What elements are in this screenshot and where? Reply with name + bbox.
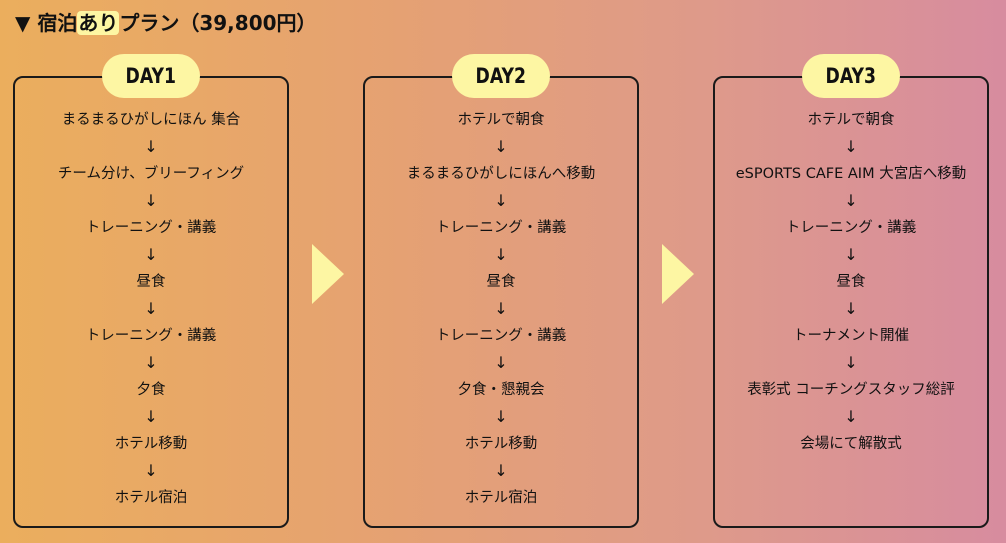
day1-step: トレーニング・講義 xyxy=(85,220,217,236)
day2-step: ホテルで朝食 xyxy=(457,112,545,128)
day2-label: DAY2 xyxy=(452,54,550,98)
day2-card: DAY2 ホテルで朝食 ↓ まるまるひがしにほんへ移動 ↓ トレーニング・講義 … xyxy=(363,54,639,528)
day3-step: 会場にて解散式 xyxy=(800,436,902,452)
next-day-arrow-icon xyxy=(662,244,694,304)
day2-step: ホテル宿泊 xyxy=(464,490,538,506)
day1-step: ホテル移動 xyxy=(114,436,188,452)
day1-label: DAY1 xyxy=(102,54,200,98)
down-arrow-icon: ↓ xyxy=(144,191,158,210)
day3-step: 表彰式 コーチングスタッフ総評 xyxy=(747,382,955,398)
down-arrow-icon: ↓ xyxy=(144,461,158,480)
day3-step: トーナメント開催 xyxy=(793,328,909,344)
day1-step: チーム分け、ブリーフィング xyxy=(57,166,245,182)
down-arrow-icon: ↓ xyxy=(494,299,508,318)
plan-title-highlight: あり xyxy=(77,11,120,35)
day1-steps: まるまるひがしにほん 集合 ↓ チーム分け、ブリーフィング ↓ トレーニング・講… xyxy=(15,108,287,510)
day2-steps: ホテルで朝食 ↓ まるまるひがしにほんへ移動 ↓ トレーニング・講義 ↓ 昼食 … xyxy=(365,108,637,510)
day1-step: まるまるひがしにほん 集合 xyxy=(61,112,241,128)
down-arrow-icon: ↓ xyxy=(844,407,858,426)
plan-title-prefix: ▼ 宿泊 xyxy=(15,11,78,35)
day3-step: トレーニング・講義 xyxy=(785,220,917,236)
day2-step: まるまるひがしにほんへ移動 xyxy=(406,166,596,182)
down-arrow-icon: ↓ xyxy=(494,461,508,480)
down-arrow-icon: ↓ xyxy=(494,191,508,210)
day3-step: 昼食 xyxy=(836,274,866,290)
down-arrow-icon: ↓ xyxy=(494,407,508,426)
down-arrow-icon: ↓ xyxy=(844,299,858,318)
day2-step: 昼食 xyxy=(486,274,516,290)
plan-title-suffix: プラン（39,800円） xyxy=(119,11,317,35)
day2-step: トレーニング・講義 xyxy=(435,220,567,236)
day1-step: 昼食 xyxy=(136,274,166,290)
day1-step: ホテル宿泊 xyxy=(114,490,188,506)
day3-step: ホテルで朝食 xyxy=(807,112,895,128)
day1-step: トレーニング・講義 xyxy=(85,328,217,344)
down-arrow-icon: ↓ xyxy=(844,245,858,264)
day3-step: eSPORTS CAFE AIM 大宮店へ移動 xyxy=(735,166,967,182)
down-arrow-icon: ↓ xyxy=(494,245,508,264)
day2-step: トレーニング・講義 xyxy=(435,328,567,344)
down-arrow-icon: ↓ xyxy=(144,353,158,372)
down-arrow-icon: ↓ xyxy=(144,137,158,156)
down-arrow-icon: ↓ xyxy=(144,407,158,426)
down-arrow-icon: ↓ xyxy=(494,353,508,372)
day3-label: DAY3 xyxy=(802,54,900,98)
down-arrow-icon: ↓ xyxy=(844,191,858,210)
down-arrow-icon: ↓ xyxy=(844,137,858,156)
next-day-arrow-icon xyxy=(312,244,344,304)
down-arrow-icon: ↓ xyxy=(844,353,858,372)
day2-step: ホテル移動 xyxy=(464,436,538,452)
day1-step: 夕食 xyxy=(136,382,166,398)
down-arrow-icon: ↓ xyxy=(144,299,158,318)
day2-step: 夕食・懇親会 xyxy=(457,382,545,398)
day3-card: DAY3 ホテルで朝食 ↓ eSPORTS CAFE AIM 大宮店へ移動 ↓ … xyxy=(713,54,989,528)
down-arrow-icon: ↓ xyxy=(144,245,158,264)
down-arrow-icon: ↓ xyxy=(494,137,508,156)
day1-card: DAY1 まるまるひがしにほん 集合 ↓ チーム分け、ブリーフィング ↓ トレー… xyxy=(13,54,289,528)
plan-title: ▼ 宿泊ありプラン（39,800円） xyxy=(15,8,317,38)
day3-steps: ホテルで朝食 ↓ eSPORTS CAFE AIM 大宮店へ移動 ↓ トレーニン… xyxy=(715,108,987,456)
